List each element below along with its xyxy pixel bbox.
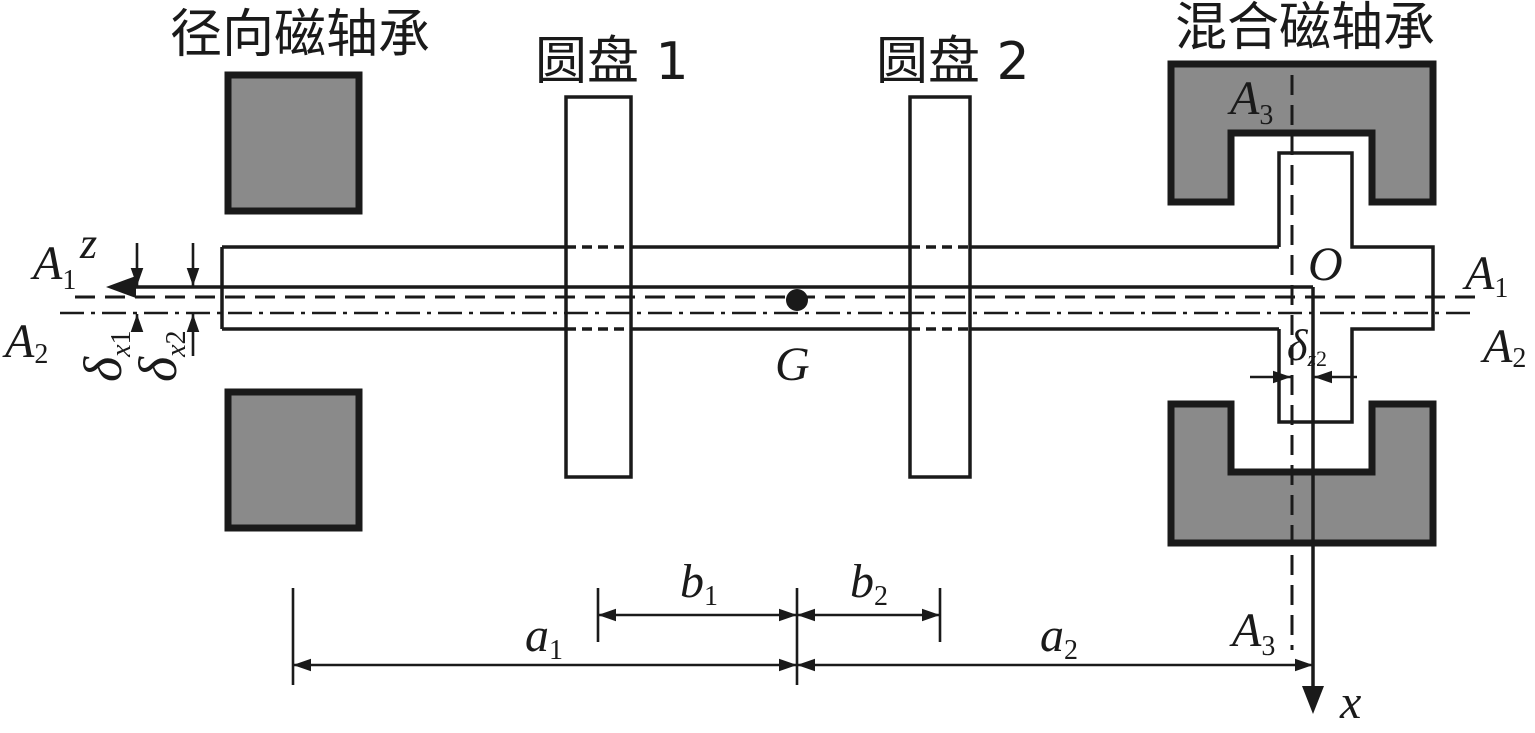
- a2-sub: 2: [1064, 635, 1078, 666]
- thrust-disk: [1277, 151, 1435, 424]
- a2-label: a2: [1040, 609, 1078, 666]
- A3-top-label: A3: [1227, 72, 1273, 131]
- a1-label: a1: [525, 609, 563, 666]
- A3-top-sub: 3: [1259, 100, 1273, 131]
- A1-left-sub: 1: [62, 265, 76, 296]
- b2-main: b: [850, 555, 874, 608]
- A1-right-label: A1: [1462, 247, 1508, 304]
- x-axis-arrowhead: [1302, 686, 1324, 714]
- b1-main: b: [680, 555, 704, 608]
- disk-2-label: 圆盘 2: [876, 32, 1030, 92]
- a1-sub: 1: [549, 635, 563, 666]
- b2-sub: 2: [874, 581, 888, 612]
- b1-label: b1: [680, 555, 718, 612]
- radial-bearing-label: 径向磁轴承: [170, 5, 430, 65]
- A2-left-main: A: [2, 315, 35, 368]
- origin-label: O: [1308, 238, 1343, 291]
- delta-x1-main: δ: [73, 356, 133, 382]
- delta-z2-sub-num: 2: [1316, 346, 1327, 371]
- delta-x2-sub-num: 2: [161, 330, 192, 344]
- delta-x2-label: δx2: [128, 330, 192, 382]
- x-axis-label: x: [1339, 676, 1361, 729]
- hybrid-bearing-bottom-stator: [1167, 400, 1437, 547]
- disk-1-label: 圆盘 1: [535, 32, 689, 92]
- delta-z2-sub-var: z: [1306, 346, 1316, 371]
- hybrid-bearing-label: 混合磁轴承: [1175, 0, 1435, 58]
- A3-bottom-label: A3: [1229, 604, 1275, 662]
- center-of-mass-dot: [786, 289, 808, 311]
- z-axis-label: z: [79, 219, 97, 268]
- A2-left-label: A2: [2, 315, 48, 370]
- A3-bottom-main: A: [1229, 604, 1262, 657]
- center-of-mass-label: G: [775, 338, 810, 391]
- delta-z2-label: δz2: [1287, 321, 1327, 371]
- A1-left-main: A: [30, 237, 63, 290]
- delta-x1-label: δx1: [73, 330, 137, 382]
- A3-top-main: A: [1227, 72, 1260, 125]
- A2-right-label: A2: [1480, 320, 1526, 374]
- shaft: [220, 151, 1435, 424]
- A1-left-label: A1: [30, 237, 76, 296]
- delta-z2-main: δ: [1287, 321, 1309, 370]
- delta-x1-sub-var: x: [106, 344, 137, 358]
- b2-label: b2: [850, 555, 888, 612]
- radial-bearing-top-pole: [224, 71, 363, 215]
- A2-right-main: A: [1480, 320, 1513, 373]
- A3-bottom-sub: 3: [1261, 631, 1275, 662]
- A1-right-main: A: [1462, 247, 1495, 300]
- z-axis-arrowhead: [106, 276, 136, 298]
- hybrid-bearing-top-stator: [1167, 60, 1437, 206]
- A1-right-sub: 1: [1494, 273, 1508, 304]
- b1-sub: 1: [704, 581, 718, 612]
- a2-main: a: [1040, 609, 1064, 662]
- dimensions: [291, 588, 1313, 685]
- A2-left-sub: 2: [34, 339, 48, 370]
- delta-x2-main: δ: [128, 356, 188, 382]
- delta-x2-sub-var: x: [161, 344, 192, 358]
- a1-main: a: [525, 609, 549, 662]
- A2-right-sub: 2: [1512, 343, 1526, 374]
- delta-x1-sub-num: 1: [106, 330, 137, 344]
- radial-bearing-bottom-pole: [224, 388, 363, 532]
